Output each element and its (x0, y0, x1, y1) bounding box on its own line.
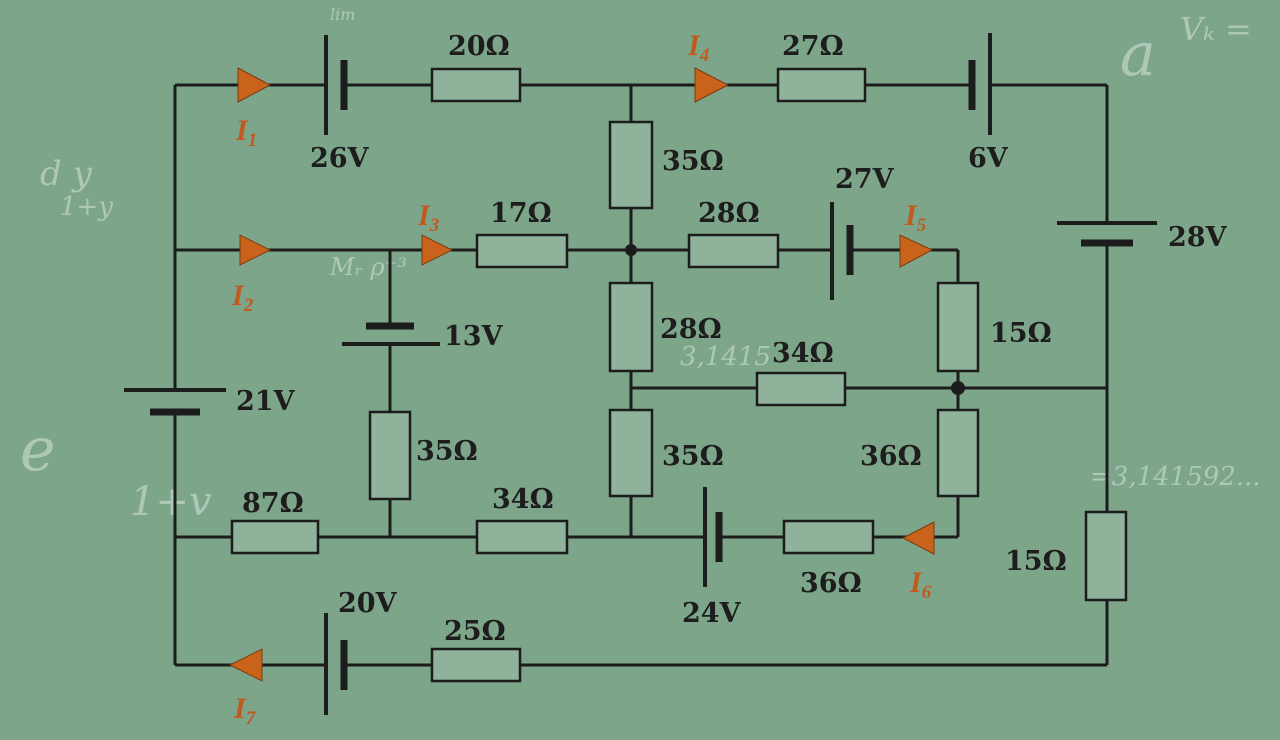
bg-formula: Vₖ = (1180, 10, 1252, 48)
label-25ohm: 25Ω (444, 616, 506, 647)
label-26v: 26V (310, 143, 370, 174)
label-20ohm: 20Ω (448, 31, 510, 62)
bg-formula: lim (330, 5, 355, 24)
battery-28v (1057, 221, 1157, 247)
label-15ohm-right: 15Ω (990, 318, 1052, 349)
resistor-27ohm (776, 67, 867, 103)
bg-formula: 1+v (130, 479, 212, 525)
battery-6v (968, 33, 992, 135)
batteries (124, 33, 1157, 715)
label-24v: 24V (682, 598, 742, 629)
label-13v: 13V (444, 321, 504, 352)
current-label-i3: I3 (417, 199, 439, 236)
resistor-87ohm (230, 519, 320, 555)
bg-formula: 3,1415 (680, 342, 771, 372)
junction-node (951, 381, 965, 395)
label-20v: 20V (338, 588, 398, 619)
source-labels: 26V 6V 27V 28V 13V 21V 24V 20V (236, 143, 1228, 629)
wires (173, 83, 1109, 667)
current-label-i6: I6 (909, 566, 932, 603)
label-34ohm-bottom: 34Ω (492, 484, 554, 515)
label-15ohm-far-right: 15Ω (1005, 546, 1067, 577)
resistor-28ohm-horizontal (687, 233, 780, 269)
resistor-35ohm-top (608, 120, 654, 210)
arrow-left-icon (901, 521, 935, 555)
resistor-35ohm-middle (608, 408, 654, 498)
resistor-36ohm-vertical (936, 408, 980, 498)
resistor-15ohm-right (936, 281, 980, 373)
arrow-right-icon (421, 234, 454, 266)
label-27v: 27V (835, 164, 895, 195)
current-label-i5: I5 (904, 199, 927, 236)
label-35ohm-top: 35Ω (662, 146, 724, 177)
resistor-28ohm-vertical (608, 281, 654, 373)
arrow-right-icon (237, 67, 272, 103)
label-21v: 21V (236, 386, 296, 417)
bg-formula: d y (40, 154, 93, 194)
resistor-34ohm-center (755, 371, 847, 407)
resistor-25ohm (430, 647, 522, 683)
resistors (230, 67, 1128, 683)
junction-node (625, 244, 637, 256)
label-28ohm-vertical: 28Ω (660, 314, 722, 345)
background-formulas: d y 1+y Vₖ = Mᵣ ρ⁻³ 3,1415 =3,141592... … (20, 5, 1261, 525)
resistor-35ohm-left (368, 410, 412, 501)
current-arrows (228, 67, 935, 682)
resistor-labels: 20Ω 27Ω 35Ω 17Ω 28Ω 28Ω 15Ω 34Ω 35Ω 35Ω … (242, 31, 1067, 647)
label-35ohm-left: 35Ω (416, 436, 478, 467)
arrow-left-icon (228, 648, 263, 682)
current-label-i7: I7 (233, 692, 257, 729)
battery-26v (324, 35, 348, 135)
current-labels: I1 I2 I3 I4 I5 I6 I7 (231, 29, 932, 729)
current-label-i2: I2 (231, 279, 254, 316)
bg-formula: =3,141592... (1090, 462, 1261, 492)
current-label-i4: I4 (687, 29, 709, 66)
bg-formula: a (1120, 20, 1156, 90)
arrow-right-icon (899, 234, 934, 268)
label-6v: 6V (968, 143, 1009, 174)
bg-formula: e (20, 415, 56, 485)
battery-27v (830, 202, 854, 300)
label-34ohm-center: 34Ω (772, 338, 834, 369)
resistor-20ohm (430, 67, 522, 103)
bg-formula: Mᵣ ρ⁻³ (329, 253, 407, 281)
battery-24v (703, 487, 723, 587)
label-87ohm: 87Ω (242, 488, 304, 519)
label-17ohm: 17Ω (490, 198, 552, 229)
battery-21v (124, 388, 226, 416)
battery-20v (324, 613, 348, 715)
label-28ohm-horizontal: 28Ω (698, 198, 760, 229)
label-27ohm: 27Ω (782, 31, 844, 62)
resistor-15ohm-far-right (1084, 510, 1128, 602)
arrow-right-icon (694, 67, 730, 103)
resistor-36ohm-horizontal (782, 519, 875, 555)
arrow-right-icon (239, 234, 272, 266)
resistor-17ohm (475, 233, 569, 269)
label-36ohm-vertical: 36Ω (860, 441, 922, 472)
label-35ohm-middle: 35Ω (662, 441, 724, 472)
battery-13v (342, 322, 440, 346)
label-36ohm-horizontal: 36Ω (800, 568, 862, 599)
bg-formula: 1+y (60, 192, 113, 222)
resistor-34ohm-bottom (475, 519, 569, 555)
current-label-i1: I1 (235, 114, 257, 151)
label-28v: 28V (1168, 222, 1228, 253)
